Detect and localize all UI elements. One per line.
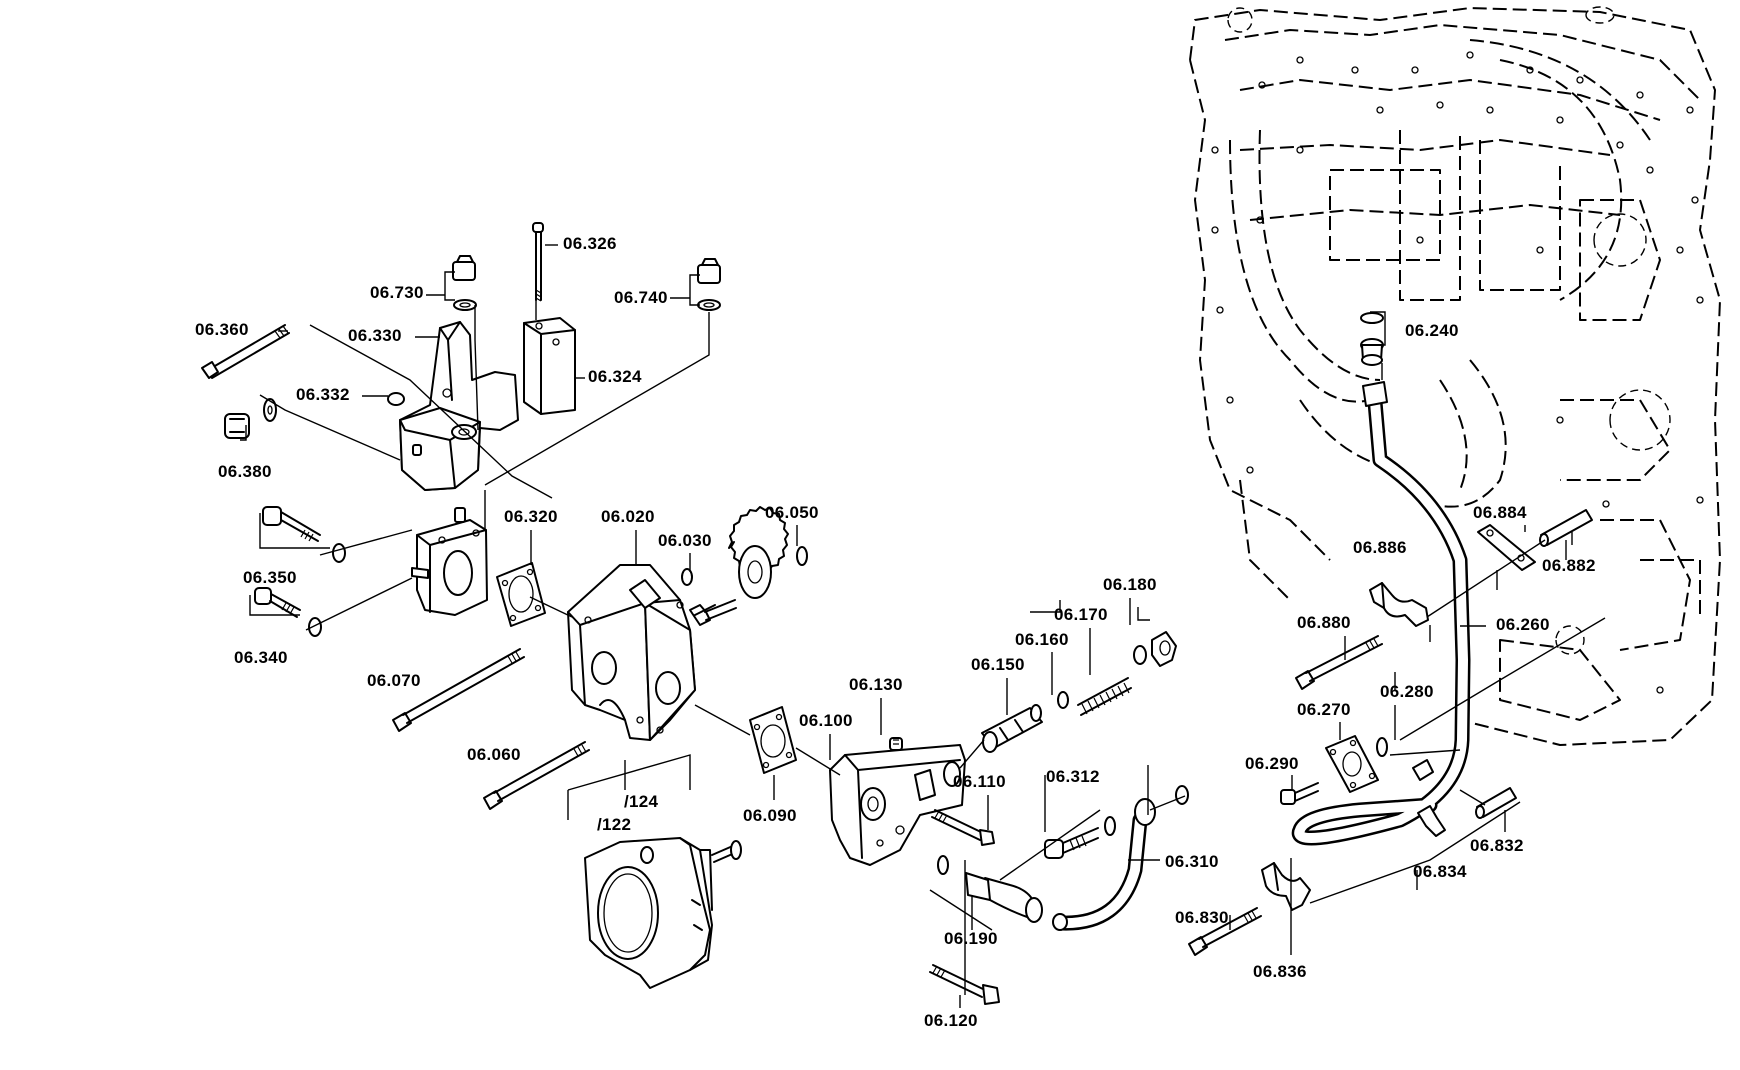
- label-06-380: 06.380: [218, 462, 272, 481]
- plate-06-884: [1477, 524, 1536, 571]
- label-06-320: 06.320: [504, 507, 558, 526]
- gasket-06-090: [749, 706, 797, 774]
- pump-cover: [584, 837, 742, 989]
- label-06-330: 06.330: [348, 326, 402, 345]
- label-06-360: 06.360: [195, 320, 249, 339]
- gear-06-050: [704, 506, 808, 621]
- label-06-880: 06.880: [1297, 613, 1351, 632]
- plug-06-730: [452, 255, 477, 311]
- bolt-06-350: [262, 506, 346, 563]
- valve-body-06-330: [399, 321, 519, 491]
- ring-06-280: [1376, 737, 1388, 757]
- label-06-832: 06.832: [1470, 836, 1524, 855]
- transmission-housing-outline: [1189, 6, 1721, 746]
- bolt-06-360: [201, 324, 290, 379]
- label-124: /124: [624, 792, 659, 811]
- pin-06-882: [1539, 500, 1610, 547]
- spring-06-170: [1077, 677, 1132, 716]
- label-06-830: 06.830: [1175, 908, 1229, 927]
- bolt-06-060: [483, 741, 590, 810]
- fitting-06-240: [1360, 312, 1384, 366]
- label-06-290: 06.290: [1245, 754, 1299, 773]
- label-06-882: 06.882: [1542, 556, 1596, 575]
- leader-lines: [259, 300, 1606, 904]
- label-06-740: 06.740: [614, 288, 668, 307]
- label-06-834: 06.834: [1413, 862, 1467, 881]
- clamp-06-836: [1261, 862, 1311, 911]
- label-06-240: 06.240: [1405, 321, 1459, 340]
- screw-06-130: [889, 737, 903, 751]
- bolt-06-110: [931, 809, 995, 846]
- clamp-06-834: [1412, 759, 1446, 837]
- label-06-050: 06.050: [765, 503, 819, 522]
- washer-06-160: [1057, 691, 1069, 709]
- label-06-070: 06.070: [367, 671, 421, 690]
- label-06-100: 06.100: [799, 711, 853, 730]
- piston-06-150: [981, 704, 1043, 753]
- flange-plate-06-270: [1325, 735, 1379, 793]
- label-brackets: [240, 271, 1573, 995]
- block-06-324: [523, 317, 576, 415]
- pin-06-832: [1475, 787, 1517, 819]
- label-06-020: 06.020: [601, 507, 655, 526]
- label-06-130: 06.130: [849, 675, 903, 694]
- label-06-310: 06.310: [1165, 852, 1219, 871]
- long-bolt-06-326: [532, 222, 544, 302]
- bolt-06-830: [1188, 907, 1262, 956]
- ring-06-332: [387, 392, 405, 406]
- label-06-886: 06.886: [1353, 538, 1407, 557]
- gasket-06-320: [496, 562, 546, 627]
- pipe-06-260: [1291, 381, 1471, 846]
- plug-06-180: [1133, 631, 1177, 667]
- label-06-260: 06.260: [1496, 615, 1550, 634]
- label-06-180: 06.180: [1103, 575, 1157, 594]
- label-06-150: 06.150: [971, 655, 1025, 674]
- label-06-120: 06.120: [924, 1011, 978, 1030]
- bolt-06-120: [929, 964, 1000, 1005]
- plug-06-740: [697, 258, 721, 311]
- label-06-270: 06.270: [1297, 700, 1351, 719]
- pump-housing-06-020: [567, 564, 716, 741]
- flange-adapter: [411, 507, 488, 616]
- key-06-030: [681, 568, 693, 586]
- fitting-06-190: [937, 855, 1043, 923]
- label-06-312: 06.312: [1046, 767, 1100, 786]
- banjo-bolt-06-312: [1044, 785, 1189, 859]
- label-06-884: 06.884: [1473, 503, 1527, 522]
- bolt-06-290: [1280, 782, 1319, 805]
- bolt-06-070: [392, 648, 525, 732]
- label-06-324: 06.324: [588, 367, 642, 386]
- label-06-326: 06.326: [563, 234, 617, 253]
- pipe-06-310: [1052, 798, 1156, 931]
- part-labels: 06.326 06.730 06.740 06.360 06.330 06.32…: [195, 234, 1596, 1030]
- label-06-060: 06.060: [467, 745, 521, 764]
- bolt-06-340: [254, 587, 322, 637]
- label-06-332: 06.332: [296, 385, 350, 404]
- label-06-340: 06.340: [234, 648, 288, 667]
- label-06-836: 06.836: [1253, 962, 1307, 981]
- label-06-170: 06.170: [1054, 605, 1108, 624]
- label-06-090: 06.090: [743, 806, 797, 825]
- label-06-160: 06.160: [1015, 630, 1069, 649]
- clamp-06-886: [1369, 582, 1429, 627]
- label-06-030: 06.030: [658, 531, 712, 550]
- label-06-190: 06.190: [944, 929, 998, 948]
- valve-body-06-100: [829, 744, 966, 866]
- label-06-730: 06.730: [370, 283, 424, 302]
- label-06-350: 06.350: [243, 568, 297, 587]
- label-06-110: 06.110: [953, 772, 1006, 791]
- label-06-280: 06.280: [1380, 682, 1434, 701]
- plug-06-380: [224, 398, 277, 439]
- bolt-06-880: [1295, 635, 1383, 690]
- label-ticks: [278, 244, 1567, 1008]
- label-122: /122: [597, 815, 631, 834]
